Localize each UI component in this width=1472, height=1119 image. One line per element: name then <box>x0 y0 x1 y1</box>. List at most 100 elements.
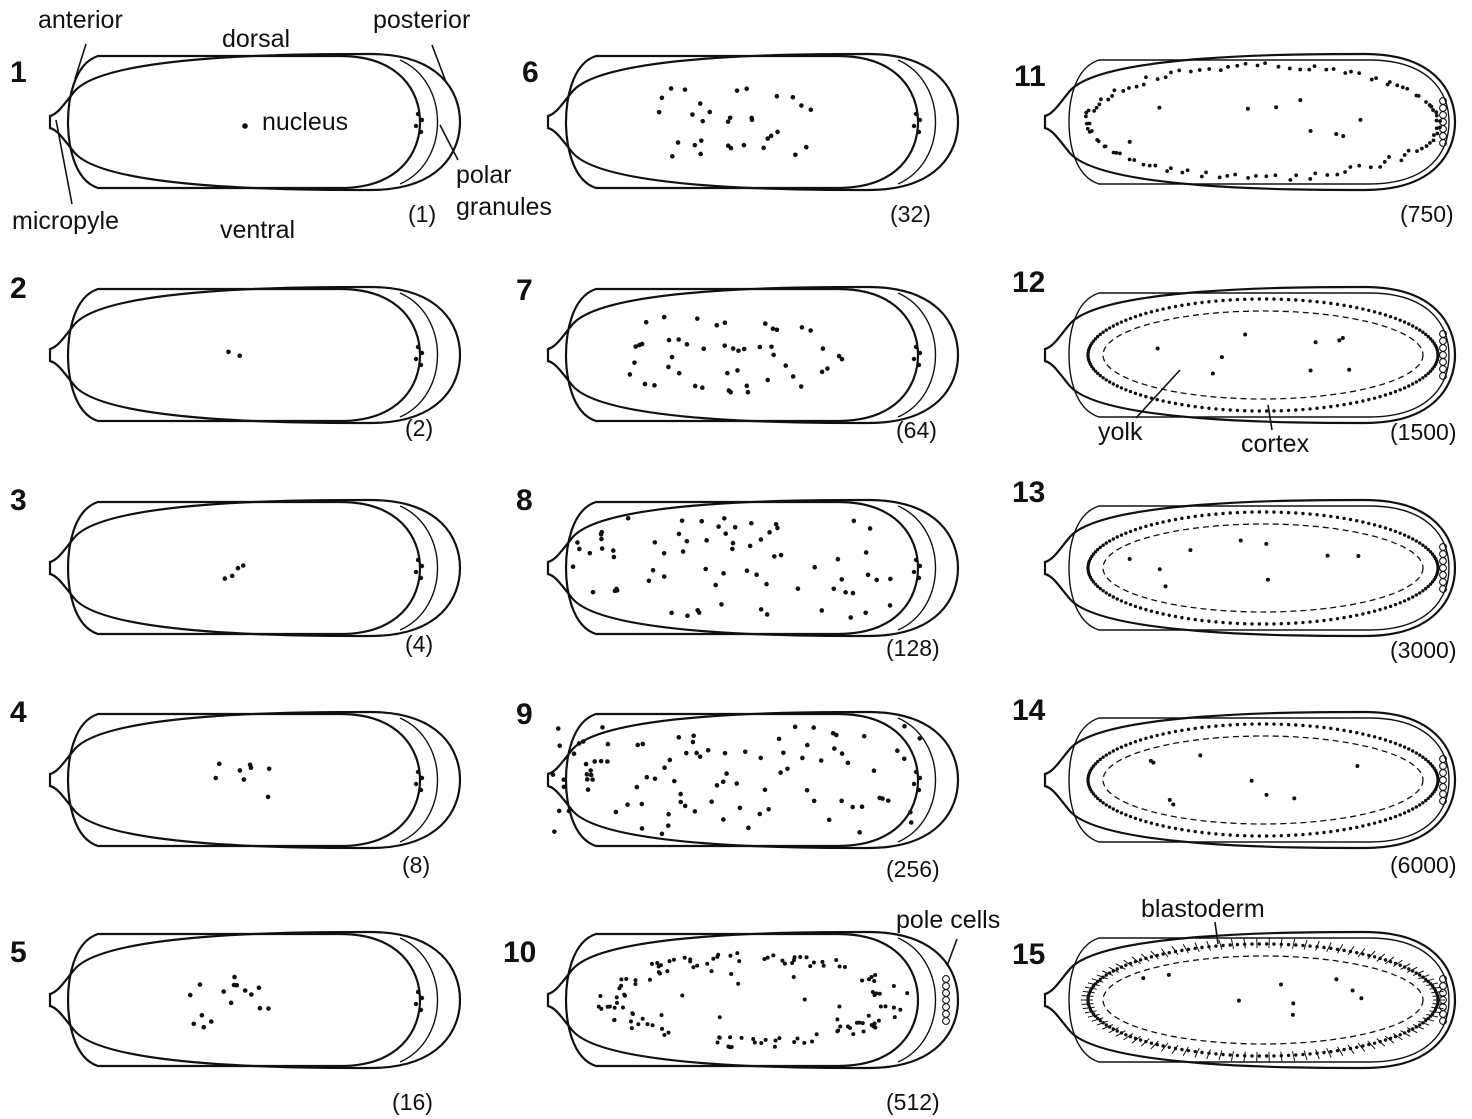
nucleus-dot <box>1129 390 1132 393</box>
nucleus-dot <box>1221 944 1224 947</box>
nucleus-dot <box>1099 97 1103 101</box>
nucleus-dot <box>1134 740 1137 743</box>
pole-cell <box>943 1004 950 1011</box>
nucleus-dot <box>669 86 674 91</box>
nucleus-dot <box>1236 409 1239 412</box>
nucleus-dot <box>754 572 759 577</box>
nucleus-dot <box>1415 380 1418 383</box>
stage-7-nuclei-count: (64) <box>896 417 937 443</box>
nucleus-dot <box>1294 408 1297 411</box>
nucleus-dot <box>771 953 775 957</box>
polar-granule <box>414 357 418 361</box>
nucleus-dot <box>1207 513 1210 516</box>
nucleus-dot <box>657 110 662 115</box>
stage-1: 1(1) <box>10 54 460 227</box>
stage-13-inner-outline <box>1069 506 1449 630</box>
nucleus-dot <box>874 578 879 583</box>
stage-9-nuclei-count: (256) <box>886 856 940 882</box>
nucleus-dot <box>1108 326 1111 329</box>
nucleus-dot <box>1347 368 1351 372</box>
nucleus-dot <box>1272 722 1275 725</box>
nucleus-dot <box>1313 171 1317 175</box>
nucleus-dot <box>728 1045 732 1049</box>
nucleus-dot <box>839 799 844 804</box>
nucleus-dot <box>1243 409 1246 412</box>
nucleus-dot <box>1367 309 1370 312</box>
stage-6-inner-outline <box>566 56 918 188</box>
nucleus-dot <box>1308 407 1311 410</box>
nucleus-dot <box>791 374 796 379</box>
nucleus-dot <box>1250 510 1253 513</box>
nucleus-dot <box>567 809 572 814</box>
polar-granule <box>414 124 418 128</box>
nucleus-dot <box>1418 973 1421 976</box>
nucleus-dot <box>735 368 740 373</box>
nucleus-dot <box>1349 402 1352 405</box>
nucleus-dot <box>695 316 700 321</box>
nucleus-dot <box>652 383 657 388</box>
pole-cell <box>1440 558 1447 565</box>
nucleus-dot <box>812 799 817 804</box>
nucleus-dot <box>615 995 619 999</box>
nucleus-dot <box>1355 951 1358 954</box>
nucleus-dot <box>694 751 699 756</box>
nucleus-dot <box>883 1004 887 1008</box>
nucleus-dot <box>1150 955 1153 958</box>
nucleus-dot <box>718 1015 722 1019</box>
nucleus-dot <box>1315 513 1318 516</box>
nucleus-dot <box>852 519 857 524</box>
nucleus-dot <box>1272 622 1275 625</box>
nucleus-dot <box>1139 526 1142 529</box>
nucleus-dot <box>1411 595 1414 598</box>
nucleus-dot <box>1436 351 1439 354</box>
nucleus-dot <box>778 770 783 775</box>
nucleus-dot <box>1308 1052 1311 1055</box>
polar-granule <box>420 351 424 355</box>
blastoderm-cell-wall <box>1281 938 1282 948</box>
nucleus-dot <box>1265 834 1268 837</box>
nucleus-dot <box>753 1040 757 1044</box>
stage-9-inner-outline <box>566 714 918 846</box>
nucleus-dot <box>774 522 779 527</box>
nucleus-dot <box>1116 747 1119 750</box>
stage-13-nuclei-count: (3000) <box>1390 637 1456 663</box>
nucleus-dot <box>669 611 674 616</box>
stage-15-inner-outline <box>1069 938 1449 1062</box>
nucleus-dot <box>775 130 780 135</box>
nucleus-dot <box>723 320 728 325</box>
nucleus-dot <box>713 583 718 588</box>
nucleus-dot <box>1168 798 1172 802</box>
nucleus-dot <box>1226 65 1230 69</box>
stage-2: 2(2) <box>10 272 460 441</box>
nucleus-dot <box>1101 589 1104 592</box>
nucleus-dot <box>1112 749 1115 752</box>
nucleus-dot <box>614 587 619 592</box>
stage-9-number: 9 <box>516 698 533 731</box>
nucleus-dot <box>1274 173 1278 177</box>
nucleus-dot <box>1394 603 1397 606</box>
nucleus-dot <box>659 963 663 967</box>
blastoderm-cell-wall <box>1293 939 1295 949</box>
nucleus-dot <box>1407 967 1410 970</box>
nucleus-dot <box>1309 369 1313 373</box>
nucleus-dot <box>1150 310 1153 313</box>
nucleus-dot <box>584 762 589 767</box>
nucleus-dot <box>857 830 862 835</box>
nucleus-dot <box>660 96 665 101</box>
nucleus-dot <box>1164 584 1168 588</box>
stage-5: 5(16) <box>10 932 460 1115</box>
nucleus-dot <box>1200 1051 1203 1054</box>
blastoderm-cell-wall <box>1304 1050 1307 1060</box>
nucleus-dot <box>1108 805 1111 808</box>
nucleus-dot <box>1112 324 1115 327</box>
nucleus-dot <box>1193 302 1196 305</box>
nucleus-dot <box>1272 510 1275 513</box>
nucleus-dot <box>888 603 893 608</box>
nucleus-dot <box>1180 729 1183 732</box>
blastoderm-cell-wall <box>1293 1051 1295 1061</box>
stage-12-yolk-boundary <box>1103 311 1423 399</box>
label-ventral: ventral <box>220 216 295 244</box>
nucleus-dot <box>1389 605 1392 608</box>
nucleus-dot <box>1329 405 1332 408</box>
nucleus-dot <box>1108 593 1111 596</box>
